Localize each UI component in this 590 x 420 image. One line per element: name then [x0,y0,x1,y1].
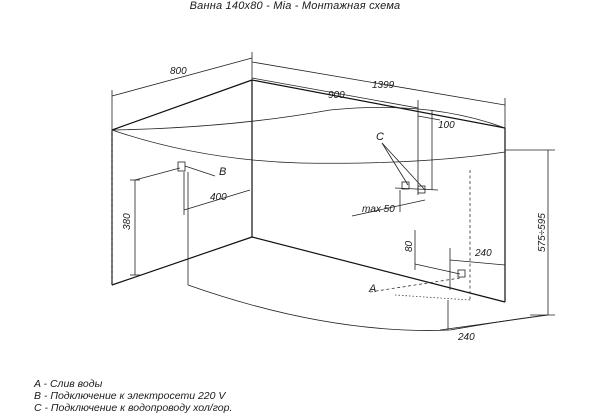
dim-80-label: 80 [404,240,415,252]
dim-575-595: 575÷595 [505,149,555,316]
dim-800-label: 800 [170,66,187,77]
dim-240-upper: 240 [449,248,506,290]
dim-800: 800 [111,52,253,130]
legend-item-a: A - Слив воды [34,378,103,390]
dim-900-label: 900 [328,90,345,101]
legend: A - Слив воды B - Подключение к электрос… [34,378,232,414]
right-wall [251,79,506,303]
dim-380-label: 380 [122,213,133,230]
drain-connection: A [368,263,471,301]
bath-rim [111,106,506,164]
marker-b: B [219,166,226,178]
bath-front [111,130,549,331]
legend-item-c: C - Подключение к водопроводу хол/гор. [34,402,233,414]
dim-max50-label: max 50 [362,204,395,215]
dim-1399: 1399 [251,61,506,128]
dim-240-lower: 240 [439,300,549,343]
water-supply-connection: C [376,131,439,194]
electric-connection: B 400 [134,161,251,215]
dim-max50: max 50 [351,190,426,217]
dim-1399-label: 1399 [372,80,395,91]
dim-240-lower-label: 240 [457,332,475,343]
left-wall [111,79,253,286]
dim-400-label: 400 [210,192,227,203]
dim-80: 80 [404,230,416,270]
dim-380: 380 [122,179,140,276]
dim-100-label: 100 [438,120,455,131]
marker-a: A [368,283,376,295]
dim-900: 900 [251,77,419,195]
diagram-title: Ванна 140х80 - Mia - Монтажная схема [189,0,401,12]
dim-100: 100 [417,110,455,190]
dim-240-upper-label: 240 [474,248,492,259]
marker-c: C [376,131,384,143]
legend-item-b: B - Подключение к электросети 220 V [34,390,226,402]
dim-575-595-label: 575÷595 [537,213,548,252]
